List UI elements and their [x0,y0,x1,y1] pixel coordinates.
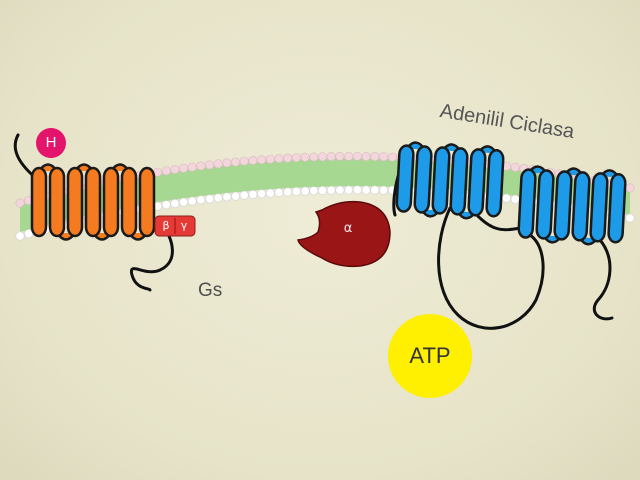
lipid-head-top [317,152,327,162]
lipid-head-top [239,156,249,166]
lipid-head-top [361,152,371,162]
transmembrane-helix [431,146,451,215]
lipid-head-bottom [265,188,275,198]
lipid-head-bottom [161,200,171,210]
atp-label: ATP [409,343,451,368]
lipid-head-top [187,162,197,172]
transmembrane-helix [102,166,120,238]
transmembrane-helix [48,166,66,238]
transmembrane-helix [553,170,573,241]
lipid-head-top [15,198,25,208]
transmembrane-helix [571,171,591,242]
lipid-head-top [161,166,171,176]
alpha-label: α [343,221,353,236]
lipid-head-bottom [257,189,267,199]
lipid-head-bottom [326,185,336,195]
lipid-head-top [625,183,635,193]
lipid-head-bottom [231,191,241,201]
lipid-head-bottom [187,196,197,206]
adenylyl-cyclase-second-domain-icon [517,165,627,246]
lipid-head-top [257,155,267,165]
g-alpha-subunit-icon [297,200,391,268]
lipid-head-bottom [344,185,354,195]
lipid-head-bottom [625,213,635,223]
lipid-head-bottom [239,190,249,200]
lipid-head-bottom [170,199,180,209]
transmembrane-helix [66,166,84,238]
transmembrane-helix [120,166,138,238]
lipid-head-top [370,152,380,162]
gpcr-receptor-icon [30,163,156,241]
lipid-head-bottom [510,194,520,204]
lipid-head-top [222,158,232,168]
transmembrane-helix [589,172,609,243]
transmembrane-helix [467,148,487,217]
transmembrane-helix [517,168,537,239]
transmembrane-helix [84,166,102,238]
lipid-head-bottom [196,195,206,205]
lipid-head-top [387,152,397,162]
lipid-head-bottom [317,186,327,196]
lipid-head-bottom [179,197,189,207]
lipid-head-bottom [15,231,25,241]
cyclase-loop-1-icon [437,206,545,330]
cyclase-tail-icon [592,238,614,321]
adenylyl-cyclase-icon [395,141,505,220]
lipid-head-bottom [213,193,223,203]
lipid-head-top [274,154,284,164]
lipid-head-top [179,163,189,173]
transmembrane-helix [395,144,415,213]
lipid-head-bottom [300,186,310,196]
transmembrane-helix [607,173,627,244]
lipid-head-bottom [222,192,232,202]
beta-label: β [162,219,170,232]
transmembrane-helix [449,147,469,216]
lipid-head-top [326,152,336,162]
lipid-head-top [352,151,362,161]
lipid-head-bottom [309,186,319,196]
lipid-head-top [344,151,354,161]
lipid-head-top [300,152,310,162]
lipid-head-top [248,156,258,166]
transmembrane-helix [138,166,156,238]
lipid-head-top [510,162,520,172]
hormone-ball-icon [36,128,66,158]
lipid-head-bottom [361,185,371,195]
lipid-head-bottom [335,185,345,195]
lipid-head-top [309,152,319,162]
lipid-head-top [379,152,389,162]
lipid-head-top [265,154,275,164]
lipid-head-bottom [352,185,362,195]
hormone-label: H [45,134,57,151]
lipid-head-bottom [205,194,215,204]
transmembrane-helix [485,149,505,218]
lipid-head-bottom [501,193,511,203]
transmembrane-helix [413,145,433,214]
atp-ball-icon [388,314,472,398]
receptor-c-terminal-icon [129,220,174,292]
lipid-head-top [213,159,223,169]
gs-label: Gs [198,280,223,301]
lipid-head-top [283,153,293,163]
lipid-head-top [196,161,206,171]
lipid-head-top [291,153,301,163]
lipid-head-bottom [283,187,293,197]
lipid-head-top [205,160,215,170]
lipid-head-bottom [274,188,284,198]
lipid-head-bottom [248,190,258,200]
lipid-head-top [170,165,180,175]
gamma-label: γ [180,219,188,232]
lipid-head-top [231,157,241,167]
lipid-head-bottom [291,187,301,197]
lipid-head-top [335,151,345,161]
transmembrane-helix [30,166,48,238]
lipid-head-bottom [370,185,380,195]
lipid-head-bottom [379,185,389,195]
transmembrane-helix [535,169,555,240]
